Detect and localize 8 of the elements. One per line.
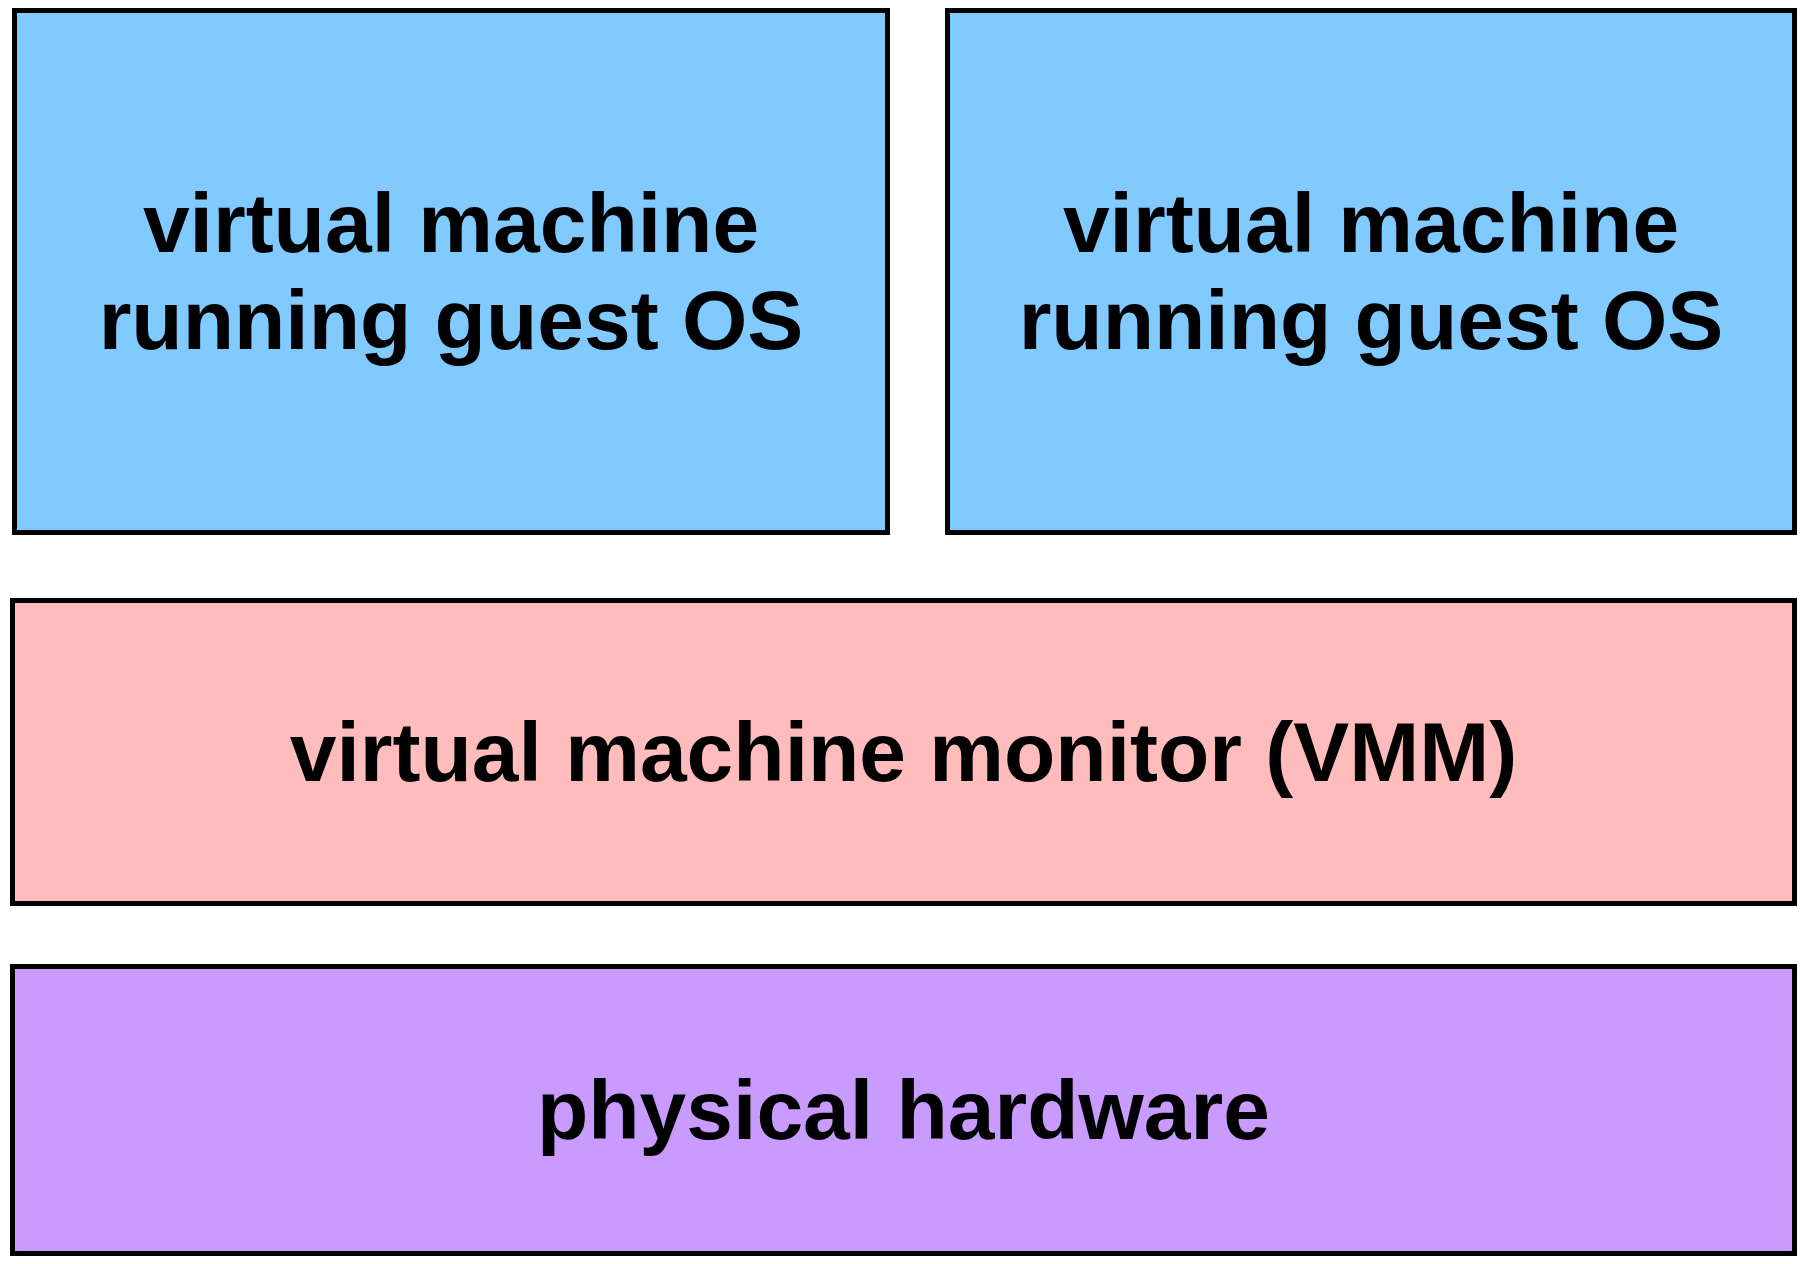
monitor-layer-box: [10, 598, 1797, 906]
virtual-machine-box: [12, 8, 890, 535]
virtual-machine-box: [945, 8, 1797, 535]
layer-label: virtual machine monitor (VMM): [289, 703, 1518, 801]
layer-label: virtual machine running guest OS: [97, 174, 805, 369]
layer-label: virtual machine running guest OS: [1017, 174, 1725, 369]
hardware-layer-box: [10, 964, 1797, 1256]
layer-label: physical hardware: [537, 1061, 1270, 1159]
